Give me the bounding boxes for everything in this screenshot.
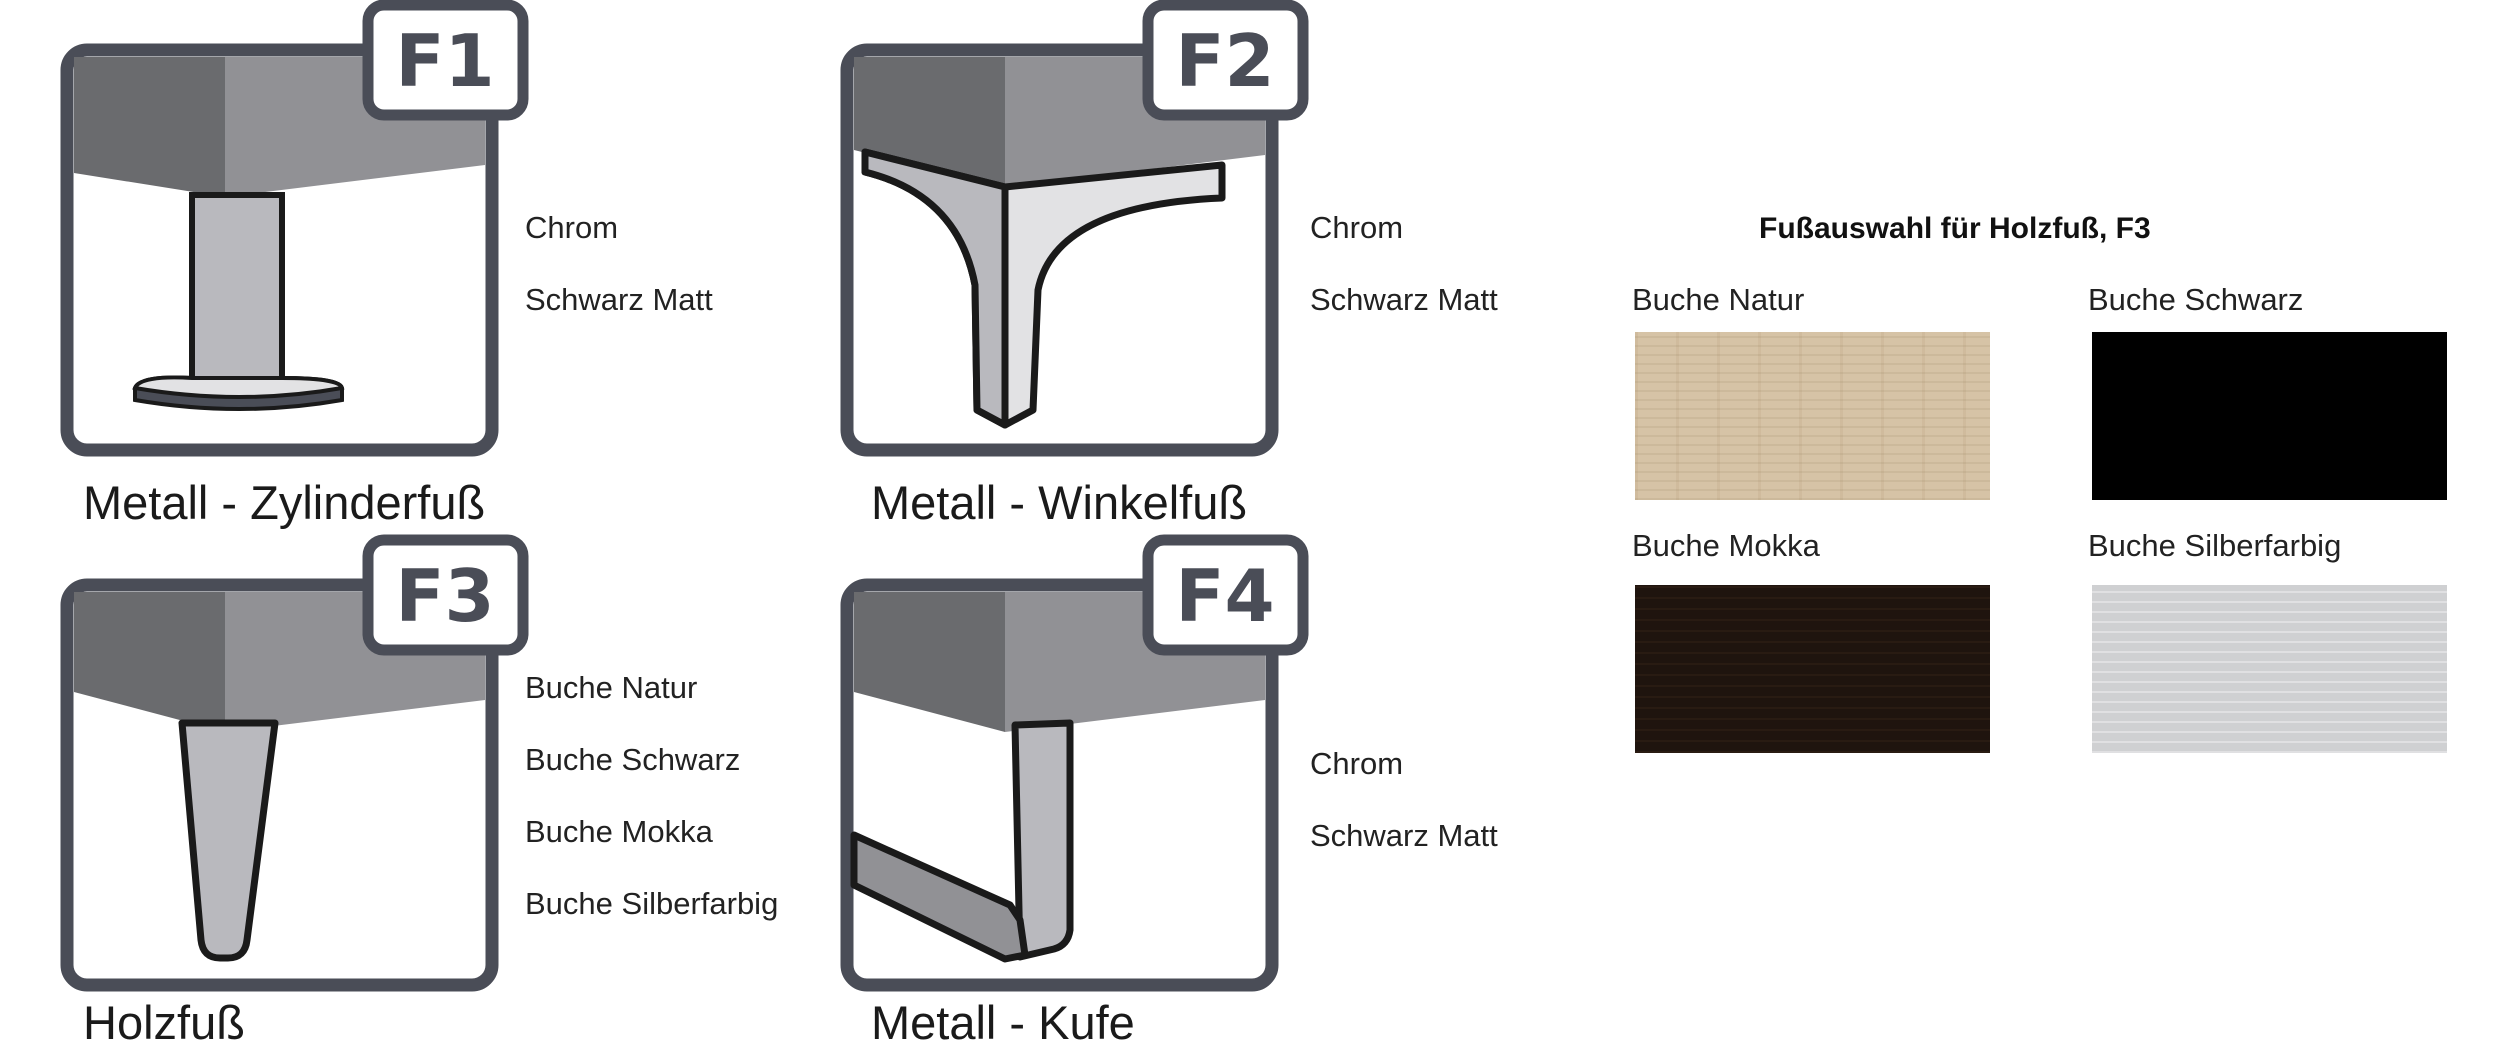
badge-f1: F1 <box>395 19 494 103</box>
swatch-label-buche-schwarz: Buche Schwarz <box>2088 282 2304 317</box>
finish-f1-chrom: Chrom <box>525 210 619 245</box>
variant-name-f2: Metall - Winkelfuß <box>871 476 1248 529</box>
badge-f2: F2 <box>1175 19 1274 103</box>
swatch-buche-mokka <box>1635 585 1990 753</box>
swatch-buche-schwarz <box>2092 332 2447 500</box>
cylinder-foot-icon: F1 <box>60 0 529 457</box>
badge-f4: F4 <box>1175 554 1274 638</box>
swatch-label-buche-silberfarbig: Buche Silberfarbig <box>2088 528 2342 563</box>
finish-f2-chrom: Chrom <box>1310 210 1404 245</box>
finish-f3-buche-natur: Buche Natur <box>525 670 698 705</box>
swatch-buche-natur <box>1635 332 1990 500</box>
variant-name-f4: Metall - Kufe <box>871 996 1135 1049</box>
finish-f3-buche-schwarz: Buche Schwarz <box>525 742 741 777</box>
variant-card-f3: F3 <box>60 534 560 1035</box>
angled-foot-icon: F2 <box>840 0 1309 457</box>
finish-f4-schwarz-matt: Schwarz Matt <box>1310 818 1498 853</box>
badge-f3: F3 <box>395 554 494 638</box>
finish-f2-schwarz-matt: Schwarz Matt <box>1310 282 1498 317</box>
variant-card-f2: F2 <box>840 0 1340 500</box>
wooden-foot-icon: F3 <box>60 534 529 992</box>
skid-foot-icon: F4 <box>840 534 1309 992</box>
variant-card-f4: F4 <box>840 534 1340 1035</box>
wood-selection-title: Fußauswahl für Holzfuß, F3 <box>1759 212 2151 245</box>
finish-f4-chrom: Chrom <box>1310 746 1404 781</box>
variant-card-f1: F1 <box>60 0 560 500</box>
swatch-label-buche-natur: Buche Natur <box>1632 282 1805 317</box>
variant-name-f1: Metall - Zylinderfuß <box>83 476 486 529</box>
swatch-buche-silberfarbig <box>2092 585 2447 753</box>
variant-name-f3: Holzfuß <box>83 996 245 1049</box>
finish-f3-buche-silberfarbig: Buche Silberfarbig <box>525 886 779 921</box>
finish-f3-buche-mokka: Buche Mokka <box>525 814 713 849</box>
swatch-label-buche-mokka: Buche Mokka <box>1632 528 1820 563</box>
finish-f1-schwarz-matt: Schwarz Matt <box>525 282 713 317</box>
